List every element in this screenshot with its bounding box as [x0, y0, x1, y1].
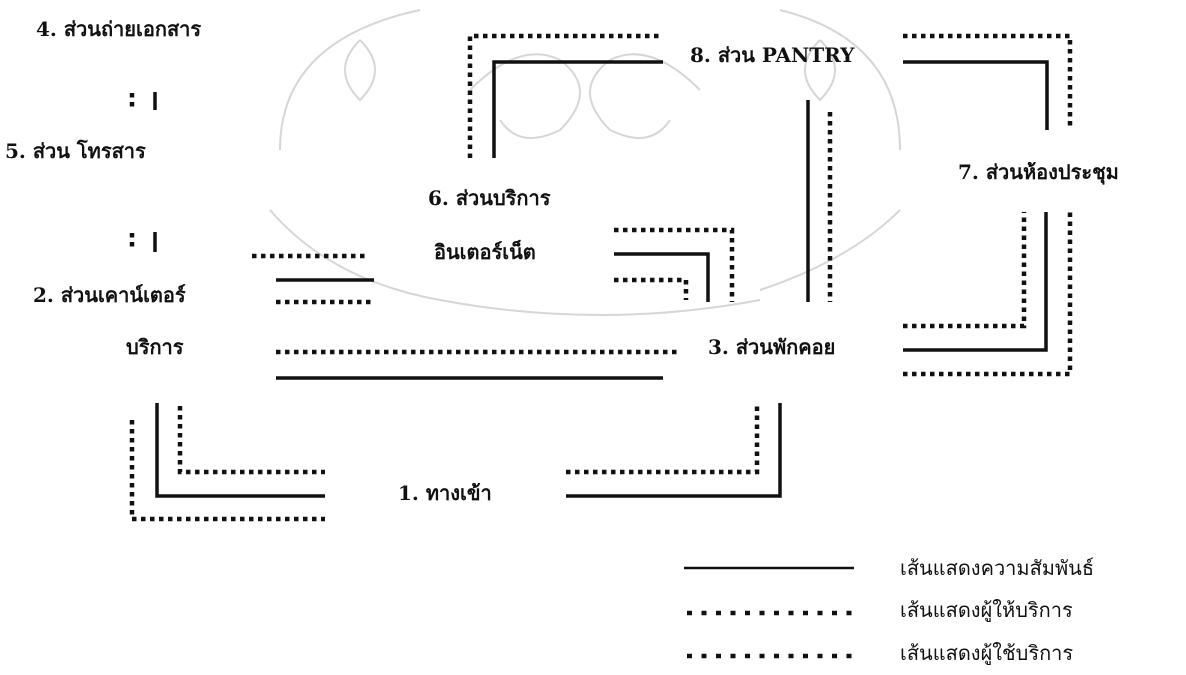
- label-entrance: 1. ทางเข้า: [398, 481, 492, 505]
- line-entrance-lounge: [566, 403, 782, 498]
- legend-provider-label: เส้นแสดงผู้ให้บริการ: [900, 598, 1073, 623]
- label-counter-line1: 2. ส่วนเคาน์เตอร์: [33, 283, 186, 307]
- relationship-lines: [153, 60, 1049, 498]
- legend-relation-label: เส้นแสดงความสัมพันธ์: [900, 556, 1094, 580]
- line-lounge-meeting: [903, 212, 1048, 352]
- label-copy: 4. ส่วนถ่ายเอกสาร: [36, 17, 201, 41]
- line-pantry-meeting: [903, 60, 1049, 130]
- legend: เส้นแสดงความสัมพันธ์ เส้นแสดงผู้ให้บริกา…: [684, 556, 1094, 666]
- dots-pantry-meeting: [903, 33, 1073, 130]
- label-lounge: 3. ส่วนพักคอย: [708, 335, 835, 359]
- dots-lounge-meeting-inner: [903, 212, 1027, 329]
- dots-counter-entrance-outer: [129, 420, 325, 522]
- label-fax: 5. ส่วน โทรสาร: [5, 139, 146, 163]
- label-internet-line1: 6. ส่วนบริการ: [428, 186, 551, 210]
- dots-internet-lounge-inner: [614, 277, 689, 300]
- line-counter-entrance: [155, 403, 325, 498]
- dots-lounge-meeting-outer: [903, 212, 1073, 377]
- label-pantry: 8. ส่วน PANTRY: [690, 43, 855, 67]
- label-counter-line2: บริการ: [126, 335, 184, 359]
- dots-entrance-lounge: [566, 405, 760, 475]
- legend-user-label: เส้นแสดงผู้ใช้บริการ: [900, 641, 1073, 666]
- line-internet-pantry: [492, 60, 663, 158]
- label-internet-line2: อินเตอร์เน็ต: [434, 239, 536, 264]
- line-internet-lounge: [614, 252, 710, 302]
- dots-counter-entrance-inner: [177, 406, 325, 475]
- label-meeting: 7. ส่วนห้องประชุม: [958, 160, 1119, 185]
- dots-internet-lounge-outer: [614, 227, 735, 302]
- watermark-seal: [269, 9, 901, 316]
- service-lines: [129, 33, 1073, 522]
